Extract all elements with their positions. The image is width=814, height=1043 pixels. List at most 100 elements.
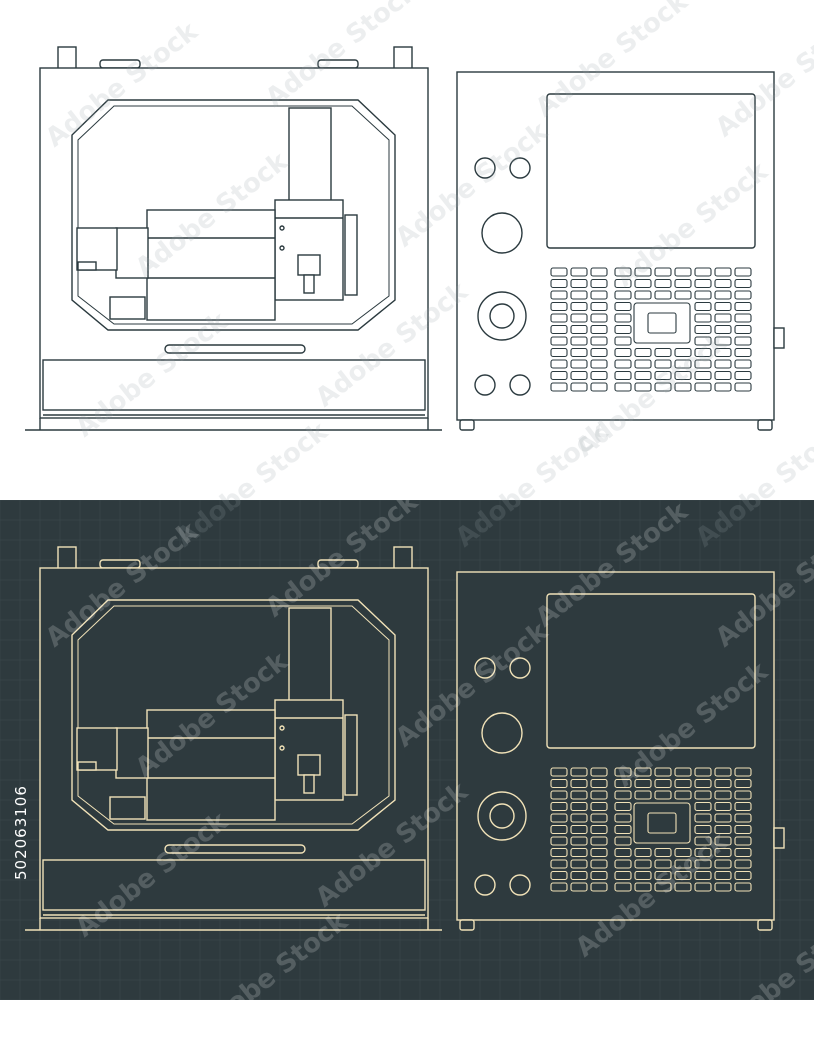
key	[714, 290, 732, 300]
key	[654, 347, 672, 358]
key	[674, 778, 692, 789]
key	[570, 767, 588, 777]
key	[570, 778, 588, 789]
round-button-1	[474, 157, 496, 179]
end-cap-foot	[77, 261, 97, 271]
key	[590, 278, 608, 289]
key	[674, 767, 692, 777]
key	[550, 870, 568, 881]
key	[694, 370, 712, 381]
machine-drawing	[0, 500, 814, 1000]
round-button-4	[509, 374, 531, 396]
key	[570, 324, 588, 335]
arrow-key-block	[633, 802, 691, 844]
key	[570, 859, 588, 869]
key	[714, 313, 732, 323]
key	[694, 847, 712, 858]
tool-holder	[303, 274, 315, 294]
key	[614, 790, 632, 800]
key	[570, 313, 588, 323]
key	[614, 824, 632, 835]
head-bolt-1	[279, 225, 285, 231]
control-panel	[456, 571, 785, 931]
key	[614, 336, 632, 346]
key	[694, 870, 712, 881]
top-hinge-left	[99, 59, 141, 69]
key	[550, 836, 568, 846]
key	[590, 778, 608, 789]
side-connector	[773, 327, 785, 349]
key	[614, 859, 632, 869]
key	[674, 859, 692, 869]
key	[550, 370, 568, 381]
key	[694, 824, 712, 835]
key	[714, 767, 732, 777]
key	[570, 824, 588, 835]
round-button-3	[474, 874, 496, 896]
key	[614, 359, 632, 369]
key	[550, 778, 568, 789]
head-bolt-2	[279, 745, 285, 751]
handwheel-center	[489, 303, 515, 329]
key	[734, 382, 752, 392]
key	[734, 801, 752, 812]
key	[570, 370, 588, 381]
arrow-key-block	[633, 302, 691, 344]
spindle-nose	[297, 754, 321, 776]
key	[674, 359, 692, 369]
key	[654, 267, 672, 277]
key	[614, 801, 632, 812]
key	[634, 882, 652, 892]
side-rail	[344, 214, 358, 296]
key	[570, 870, 588, 881]
right-post	[393, 46, 413, 70]
key	[590, 382, 608, 392]
key	[634, 790, 652, 800]
key	[734, 859, 752, 869]
key	[674, 847, 692, 858]
key	[734, 324, 752, 335]
key	[570, 290, 588, 300]
motor-flange	[115, 727, 149, 779]
key	[714, 778, 732, 789]
key	[654, 882, 672, 892]
key	[714, 278, 732, 289]
key	[694, 882, 712, 892]
key	[734, 359, 752, 369]
key	[614, 870, 632, 881]
key	[674, 347, 692, 358]
key	[634, 847, 652, 858]
round-button-2	[509, 657, 531, 679]
key	[590, 836, 608, 846]
main-motor	[146, 209, 276, 321]
key	[590, 267, 608, 277]
base-drawer	[42, 859, 426, 911]
door-handle	[164, 844, 306, 854]
key	[734, 267, 752, 277]
key	[694, 359, 712, 369]
key	[614, 324, 632, 335]
key	[714, 382, 732, 392]
key	[714, 790, 732, 800]
key	[654, 278, 672, 289]
key	[634, 778, 652, 789]
motor-end-cap	[76, 727, 118, 771]
key	[634, 267, 652, 277]
key	[590, 824, 608, 835]
key	[654, 847, 672, 858]
key	[590, 870, 608, 881]
key	[694, 790, 712, 800]
key	[634, 370, 652, 381]
key	[634, 859, 652, 869]
key	[570, 813, 588, 823]
top-hinge-left	[99, 559, 141, 569]
key	[714, 370, 732, 381]
round-button-4	[509, 874, 531, 896]
side-connector	[773, 827, 785, 849]
right-post	[393, 546, 413, 570]
key	[694, 801, 712, 812]
key	[590, 882, 608, 892]
key	[590, 324, 608, 335]
key	[674, 267, 692, 277]
top-hinge-right	[317, 559, 359, 569]
